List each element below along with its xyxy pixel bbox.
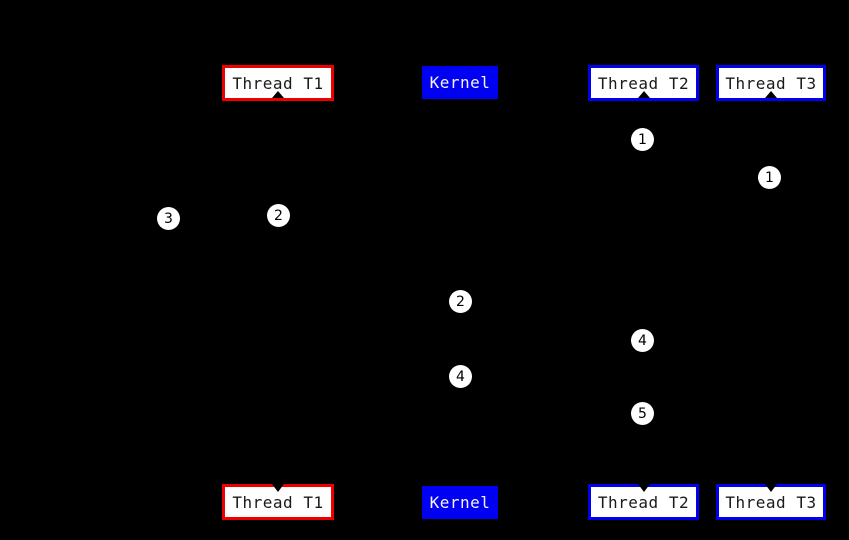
thread-t3-label: Thread T3 (725, 492, 817, 512)
step-marker-1b: 1 (758, 166, 781, 189)
step-marker-2a: 2 (267, 204, 290, 227)
thread-t2-label: Thread T2 (597, 492, 690, 512)
arrowhead-notch (272, 484, 284, 492)
arrowhead-notch (272, 91, 284, 98)
step-marker-3: 3 (157, 207, 180, 230)
thread-t2-box-top: Thread T2 (588, 65, 699, 101)
arrowhead-notch (637, 484, 650, 492)
thread-t1-label: Thread T1 (232, 492, 324, 512)
kernel-label: Kernel (429, 493, 491, 512)
thread-t2-label: Thread T2 (597, 73, 690, 93)
thread-t1-box-bottom: Thread T1 (222, 484, 334, 520)
arrowhead-notch (637, 91, 650, 98)
kernel-label: Kernel (429, 73, 491, 92)
kernel-box-bottom: Kernel (422, 486, 498, 519)
kernel-box-top: Kernel (422, 66, 498, 99)
thread-t3-label: Thread T3 (725, 73, 817, 93)
thread-t2-box-bottom: Thread T2 (588, 484, 699, 520)
step-marker-4b: 4 (449, 365, 472, 388)
arrowhead-notch (765, 91, 777, 98)
thread-t3-box-bottom: Thread T3 (716, 484, 826, 520)
step-marker-1a: 1 (631, 128, 654, 151)
arrowhead-notch (765, 484, 777, 492)
step-marker-2b: 2 (449, 290, 472, 313)
thread-t1-label: Thread T1 (232, 73, 324, 93)
thread-t3-box-top: Thread T3 (716, 65, 826, 101)
step-marker-5: 5 (631, 402, 654, 425)
thread-t1-box-top: Thread T1 (222, 65, 334, 101)
step-marker-4a: 4 (631, 329, 654, 352)
